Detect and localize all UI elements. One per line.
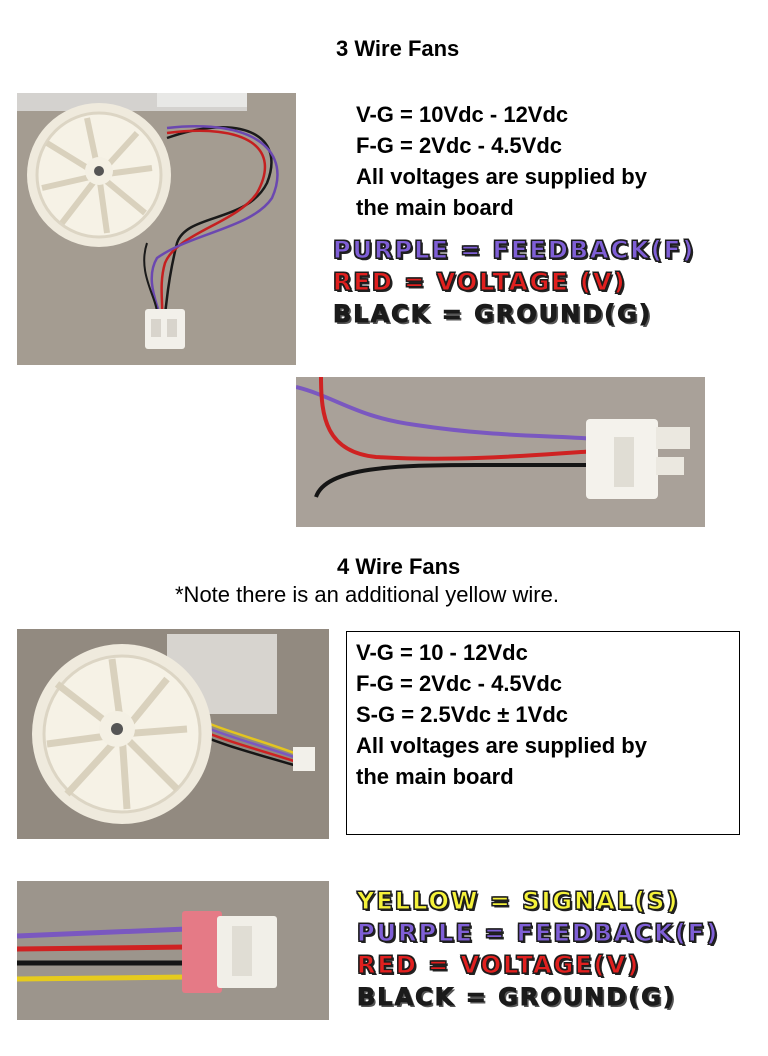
section4-title: 4 Wire Fans — [337, 554, 461, 579]
spec-line: S-G = 2.5Vdc ± 1Vdc — [356, 702, 568, 727]
legend-red: RED = VOLTAGE (V) — [332, 268, 627, 297]
legend-red: RED = VOLTAGE(V) — [356, 951, 641, 980]
spec-line: V-G = 10 - 12Vdc — [356, 640, 528, 665]
fan-3wire-photo — [17, 93, 296, 365]
section3-title: 3 Wire Fans — [336, 36, 460, 61]
section4-spec-box — [346, 631, 740, 835]
spec-line: the main board — [356, 195, 514, 220]
spec-line: F-G = 2Vdc - 4.5Vdc — [356, 133, 563, 158]
spec-line: All voltages are supplied by — [356, 733, 647, 758]
section3-specs: V-G = 10Vdc - 12Vdc F-G = 2Vdc - 4.5Vdc … — [356, 99, 647, 223]
spec-line: All voltages are supplied by — [356, 164, 647, 189]
spec-line: V-G = 10Vdc - 12Vdc — [356, 102, 569, 127]
legend-yellow: YELLOW = SIGNAL(S) — [356, 887, 680, 916]
connector-4wire-photo — [17, 881, 329, 1020]
connector-3wire-photo — [296, 377, 705, 527]
section4-legend: YELLOW = SIGNAL(S) PURPLE = FEEDBACK(F) … — [356, 885, 720, 1013]
spec-line: the main board — [356, 764, 514, 789]
section4-specs: V-G = 10 - 12Vdc F-G = 2Vdc - 4.5Vdc S-G… — [356, 637, 647, 792]
section4-note: *Note there is an additional yellow wire… — [175, 582, 559, 607]
legend-purple: PURPLE = FEEDBACK(F) — [356, 919, 720, 948]
legend-black: BLACK = GROUND(G) — [332, 300, 652, 329]
legend-purple: PURPLE = FEEDBACK(F) — [332, 236, 696, 265]
legend-black: BLACK = GROUND(G) — [356, 983, 676, 1012]
fan-4wire-photo — [17, 629, 329, 839]
section3-legend: PURPLE = FEEDBACK(F) RED = VOLTAGE (V) B… — [332, 234, 696, 330]
spec-line: F-G = 2Vdc - 4.5Vdc — [356, 671, 563, 696]
